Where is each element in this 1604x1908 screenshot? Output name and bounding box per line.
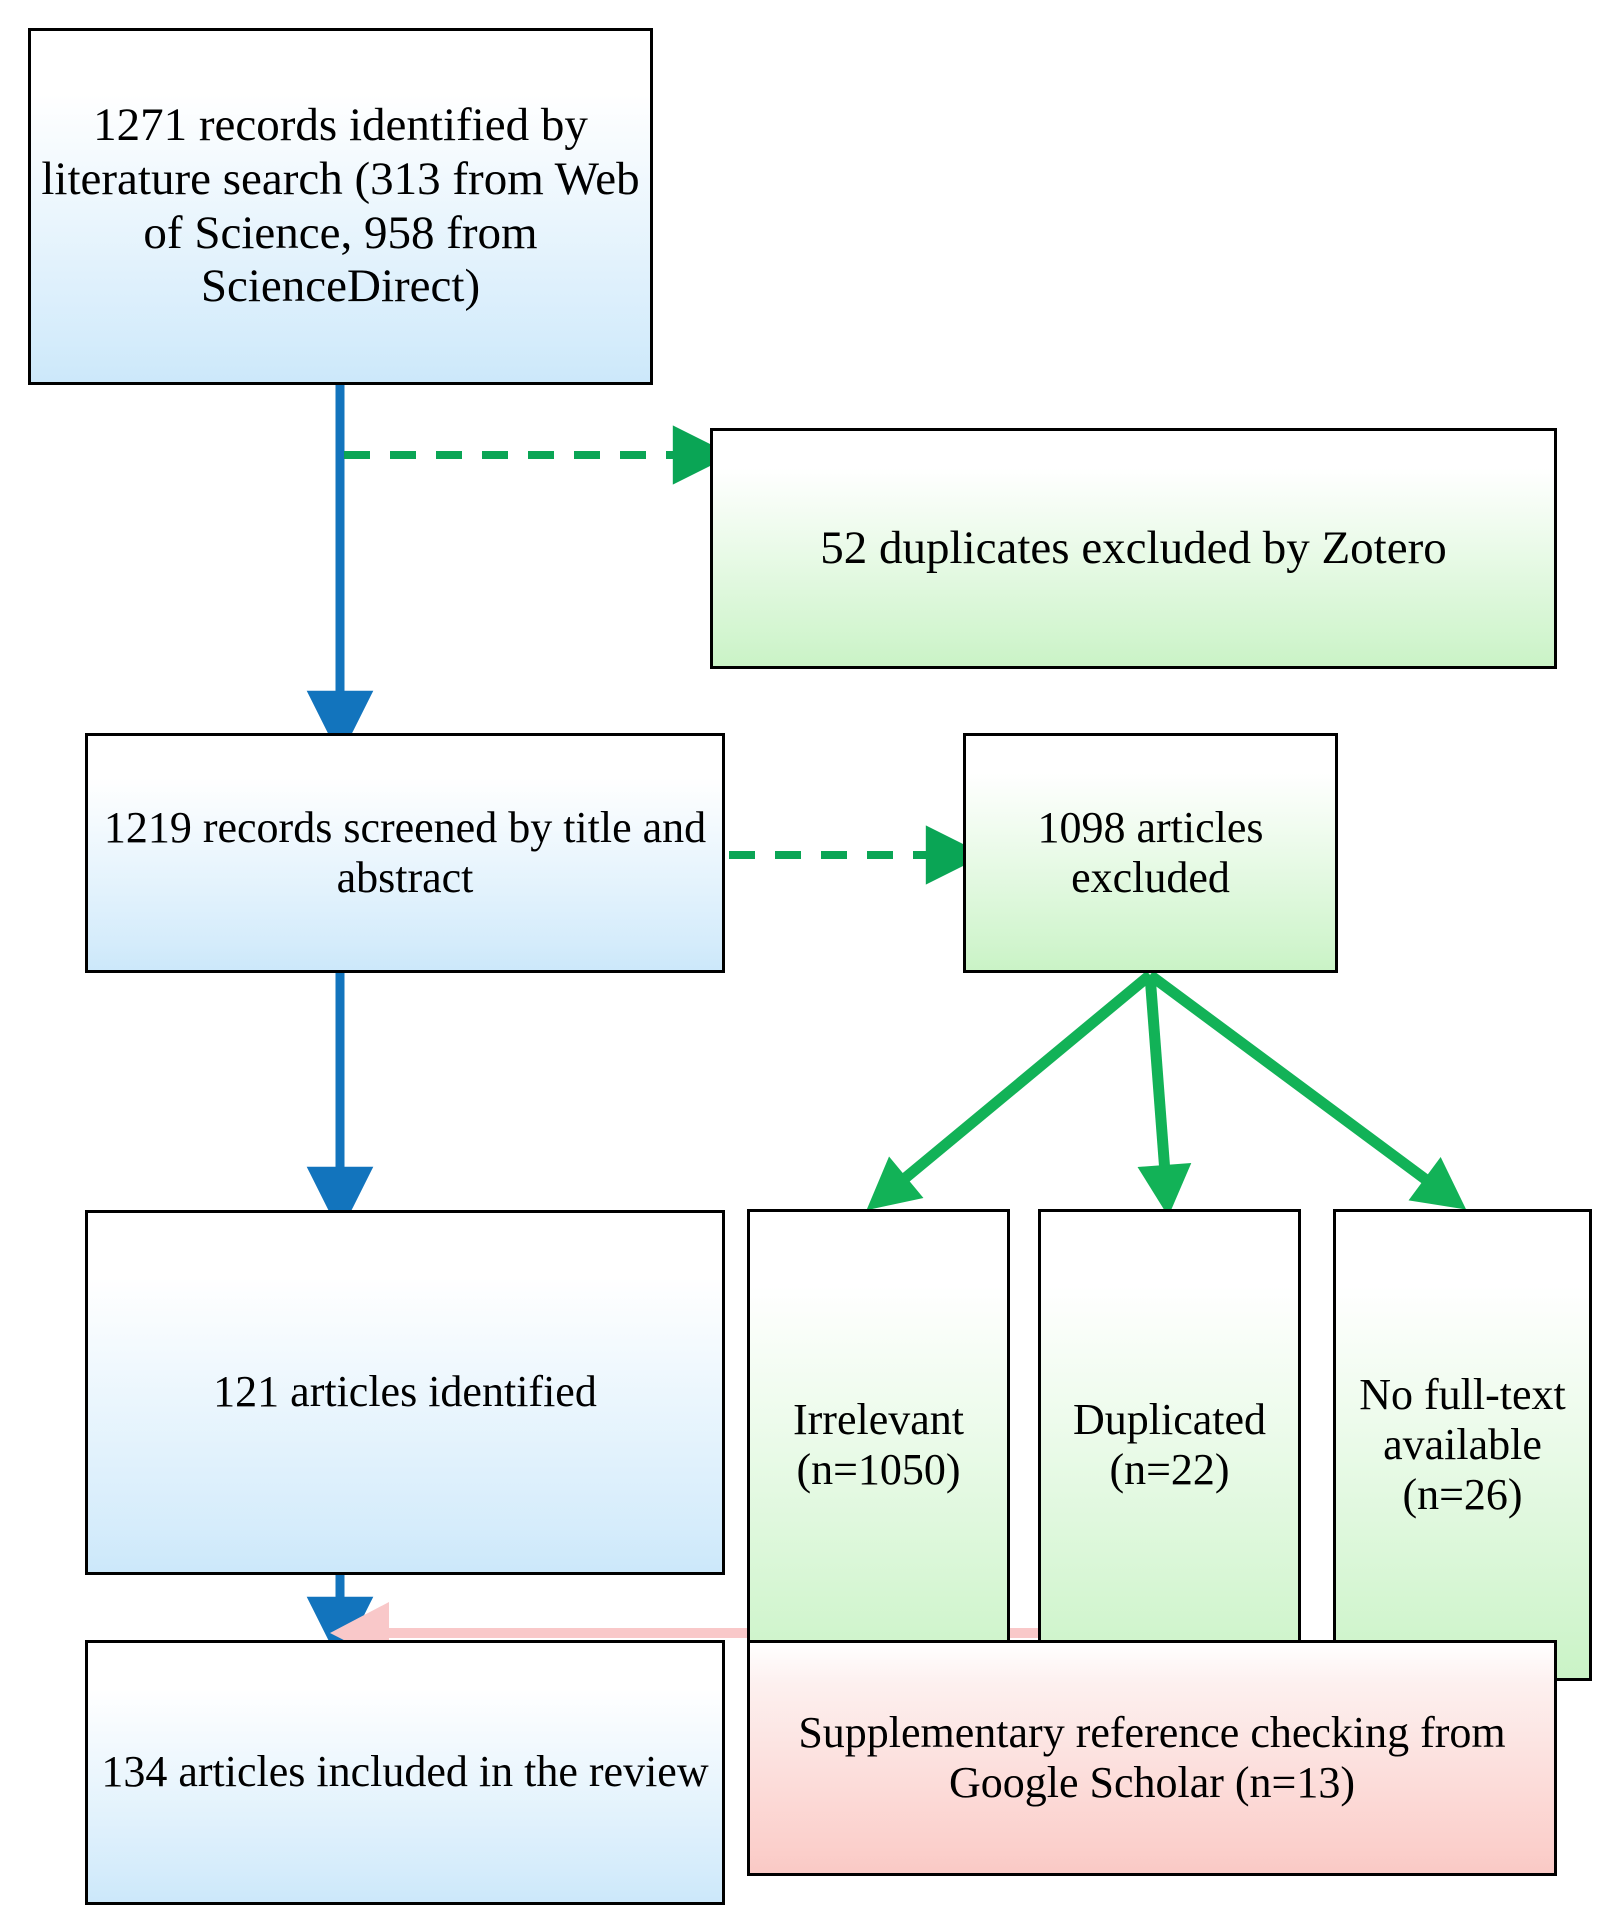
node-duplicates-excluded[interactable]: 52 duplicates excluded by Zotero [710, 428, 1557, 669]
node-irrelevant[interactable]: Irrelevant (n=1050) [747, 1209, 1010, 1681]
node-supplementary-reference-checking[interactable]: Supplementary reference checking from Go… [747, 1640, 1557, 1876]
node-no-full-text[interactable]: No full-text available (n=26) [1333, 1209, 1592, 1681]
node-records-identified[interactable]: 1271 records identified by literature se… [28, 28, 653, 385]
edge-excluded-to-irrelevant [866, 970, 1154, 1211]
node-articles-identified[interactable]: 121 articles identified [85, 1210, 725, 1575]
node-articles-included[interactable]: 134 articles included in the review [85, 1640, 725, 1905]
node-duplicated[interactable]: Duplicated (n=22) [1038, 1209, 1301, 1681]
node-articles-excluded[interactable]: 1098 articles excluded [963, 733, 1338, 973]
node-records-screened[interactable]: 1219 records screened by title and abstr… [85, 733, 725, 973]
edge-excluded-to-no-full-text [1146, 970, 1467, 1210]
edge-excluded-to-duplicated [1137, 974, 1192, 1217]
